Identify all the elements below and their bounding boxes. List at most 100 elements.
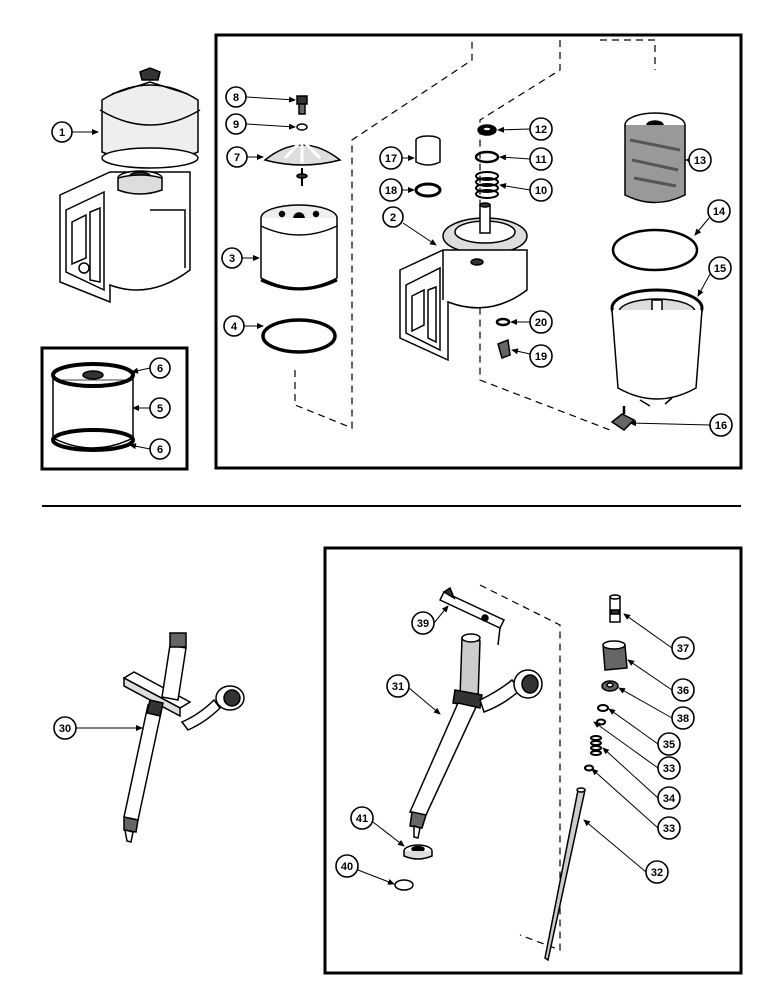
callout-5: 5: [149, 397, 171, 419]
spring: [475, 171, 499, 199]
svg-text:39: 39: [417, 618, 429, 630]
callout-38: 38: [671, 706, 695, 730]
svg-text:13: 13: [694, 155, 706, 167]
injector-assembly: [122, 632, 245, 843]
element-inset-frame: [40, 346, 189, 471]
leader-12: [497, 126, 531, 133]
svg-text:2: 2: [390, 212, 396, 224]
filter-exploded-frame: [214, 33, 743, 470]
svg-text:34: 34: [663, 793, 676, 805]
svg-text:16: 16: [715, 420, 727, 432]
callout-18: 18: [379, 178, 403, 202]
svg-text:3: 3: [229, 253, 235, 265]
callout-39: 39: [411, 611, 435, 635]
callout-14: 14: [707, 199, 731, 223]
cover: [263, 138, 342, 186]
callout-8: 8: [225, 86, 247, 108]
svg-text:30: 30: [59, 723, 71, 735]
leader-15: [697, 273, 711, 297]
leader-40: [357, 869, 395, 885]
svg-text:1: 1: [59, 127, 65, 139]
svg-text:32: 32: [651, 867, 663, 879]
dashed-outline-left: [294, 40, 473, 429]
leader-35: [608, 708, 659, 745]
dashed-outline-middle: [479, 40, 611, 431]
bleed-screw: [497, 338, 511, 359]
gasket-ring: [261, 318, 337, 354]
injector-exploded-frame: [323, 546, 743, 975]
callout-6b: 6: [149, 438, 171, 460]
callout-31: 31: [386, 674, 410, 698]
callout-17: 17: [379, 146, 403, 170]
svg-text:19: 19: [535, 351, 547, 363]
svg-text:33: 33: [663, 763, 675, 775]
callout-4: 4: [223, 315, 245, 337]
leader-6b: [129, 443, 151, 450]
washer-9: [296, 123, 308, 131]
leader-33a: [593, 721, 659, 769]
seal-12: [477, 124, 497, 136]
svg-text:40: 40: [341, 861, 353, 873]
svg-text:17: 17: [385, 153, 397, 165]
leader-19: [511, 348, 531, 355]
leader-39: [433, 605, 449, 624]
gasket-14: [611, 228, 699, 272]
callout-12: 12: [529, 117, 553, 141]
leader-9: [245, 123, 296, 130]
svg-text:14: 14: [713, 206, 726, 218]
svg-text:31: 31: [392, 681, 404, 693]
leader-33b: [591, 768, 659, 829]
callout-30: 30: [53, 716, 77, 740]
svg-text:9: 9: [233, 119, 239, 131]
svg-text:33: 33: [663, 823, 675, 835]
svg-text:12: 12: [535, 124, 547, 136]
spring-34: [590, 735, 602, 756]
leader-16: [629, 420, 711, 427]
callout-32: 32: [645, 860, 669, 884]
svg-text:38: 38: [677, 713, 689, 725]
screw: [296, 95, 308, 115]
callout-41: 41: [350, 806, 374, 830]
callout-37: 37: [671, 636, 695, 660]
leader-11: [499, 154, 531, 161]
washer-33: [584, 764, 594, 772]
svg-text:10: 10: [535, 185, 547, 197]
leader-14: [694, 217, 710, 236]
dashed-outline-right: [600, 39, 656, 70]
washer-18: [414, 182, 442, 198]
leader-6a: [131, 367, 151, 374]
washer-35b: [596, 718, 606, 726]
callout-16: 16: [709, 413, 733, 437]
callout-40: 40: [335, 854, 359, 878]
callout-1: 1: [51, 121, 73, 143]
leader-37: [623, 613, 673, 649]
callout-9: 9: [225, 113, 247, 135]
leader-10: [499, 183, 531, 191]
svg-text:37: 37: [677, 643, 689, 655]
filter-element-inset: [51, 362, 135, 452]
washer-20: [495, 317, 511, 327]
filter-head: [399, 202, 528, 362]
element-13: [624, 112, 686, 204]
svg-text:5: 5: [157, 403, 163, 415]
nut-36: [602, 640, 628, 671]
callout-33b: 33: [657, 816, 681, 840]
plug: [415, 135, 441, 166]
leader-31: [408, 687, 441, 715]
callout-7: 7: [226, 146, 248, 168]
leader-41: [372, 821, 405, 847]
drain-plug: [610, 406, 636, 431]
callout-36: 36: [671, 678, 695, 702]
callout-6a: 6: [149, 357, 171, 379]
callout-33a: 33: [657, 756, 681, 780]
callout-3: 3: [221, 247, 243, 269]
washer-35a: [597, 704, 609, 712]
svg-text:6: 6: [157, 444, 163, 456]
callout-13: 13: [688, 148, 712, 172]
leader-38: [618, 687, 673, 719]
fuel-filter-assembly: [59, 67, 201, 304]
leader-34: [602, 747, 659, 799]
leader-8: [245, 96, 296, 103]
pin-37: [609, 594, 621, 623]
